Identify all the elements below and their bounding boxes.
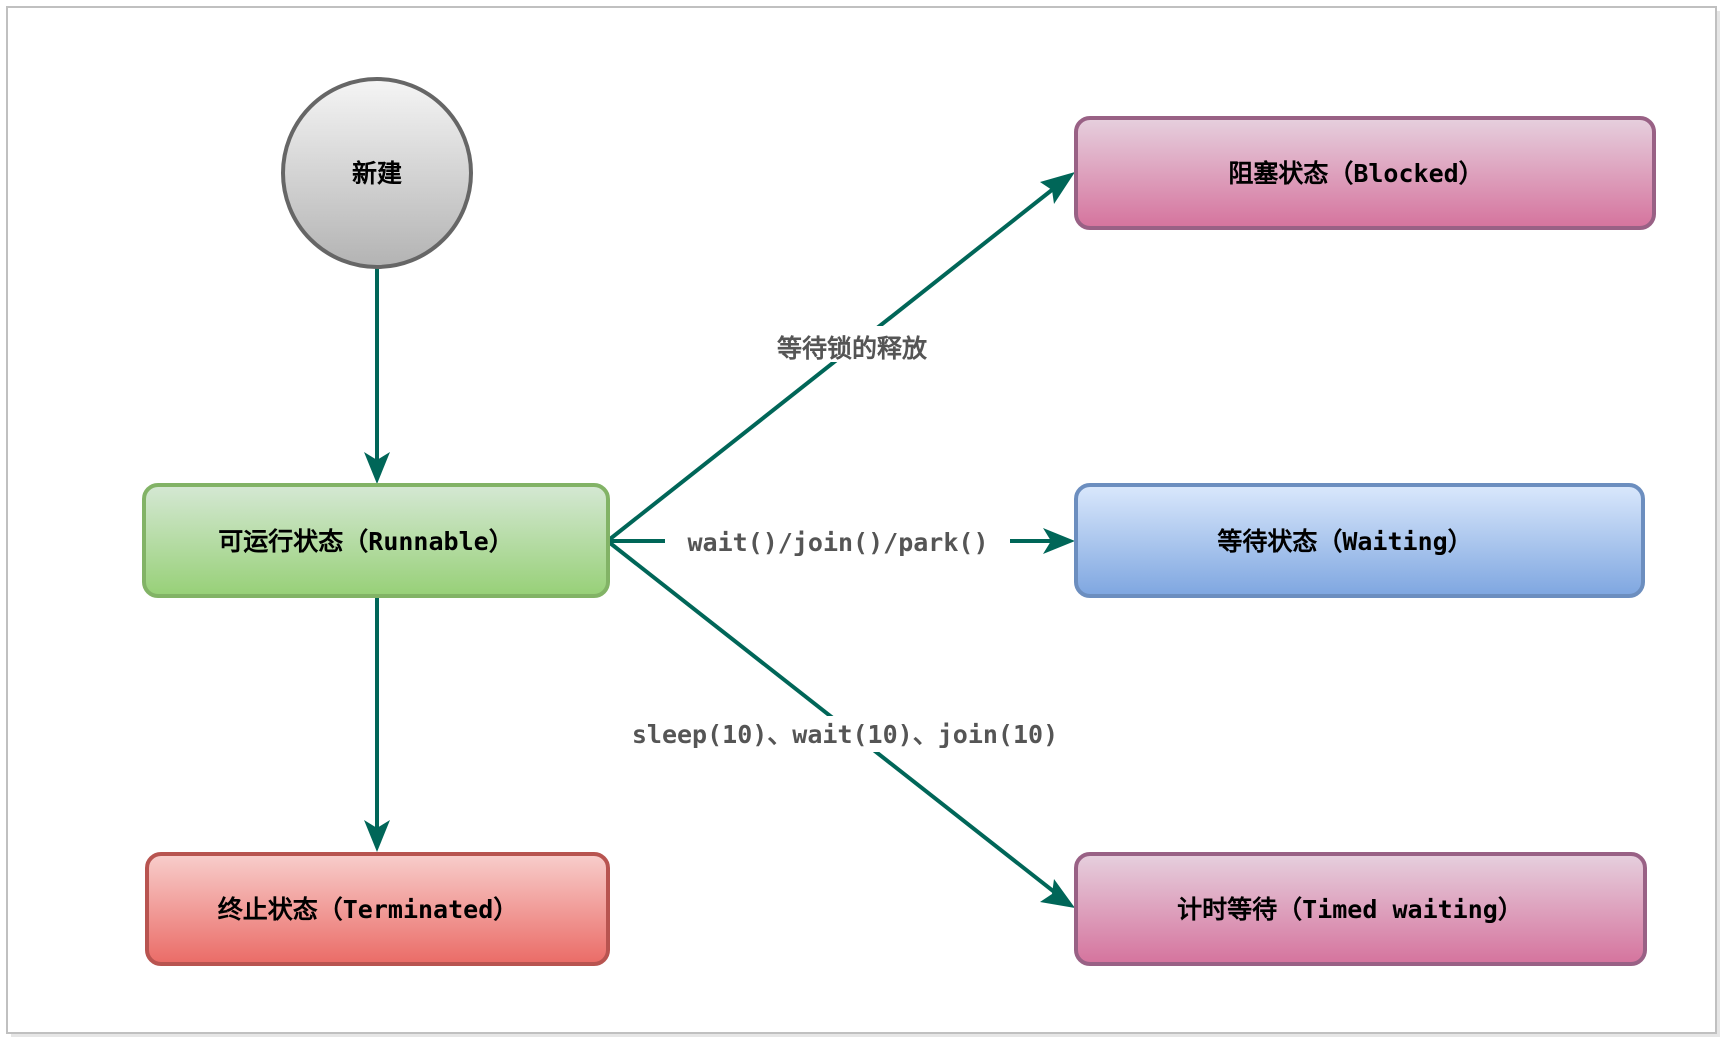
node-new-label: 新建	[352, 159, 402, 188]
edge-runnable-to-terminated	[364, 596, 390, 852]
node-new: 新建	[281, 77, 473, 269]
arrowhead-icon	[1040, 172, 1075, 204]
node-runnable-label: 可运行状态（Runnable）	[218, 527, 513, 556]
edge-label-bg	[665, 526, 1010, 560]
edge-label-to-timed-waiting: sleep(10)、wait(10)、join(10)	[632, 720, 1058, 749]
node-timed-waiting: 计时等待（Timed waiting）	[1074, 852, 1647, 966]
node-terminated: 终止状态（Terminated）	[145, 852, 610, 966]
arrowhead-icon	[364, 452, 390, 484]
node-waiting: 等待状态（Waiting）	[1074, 483, 1645, 598]
edge-label-to-blocked: 等待锁的释放	[777, 334, 928, 363]
node-waiting-label: 等待状态（Waiting）	[1217, 527, 1472, 556]
edge-label-bg	[590, 716, 1100, 752]
node-terminated-label: 终止状态（Terminated）	[218, 895, 519, 924]
arrowhead-icon	[1040, 879, 1075, 908]
arrowhead-icon	[364, 820, 390, 852]
node-blocked-label: 阻塞状态（Blocked）	[1228, 159, 1483, 188]
node-timed-waiting-label: 计时等待（Timed waiting）	[1177, 895, 1523, 924]
edge-new-to-runnable	[364, 267, 390, 484]
arrowhead-icon	[1043, 528, 1075, 554]
edge-label-to-waiting: wait()/join()/park()	[687, 528, 988, 557]
edge-label-bg	[742, 326, 962, 362]
node-runnable: 可运行状态（Runnable）	[142, 483, 610, 598]
node-blocked: 阻塞状态（Blocked）	[1074, 116, 1656, 230]
